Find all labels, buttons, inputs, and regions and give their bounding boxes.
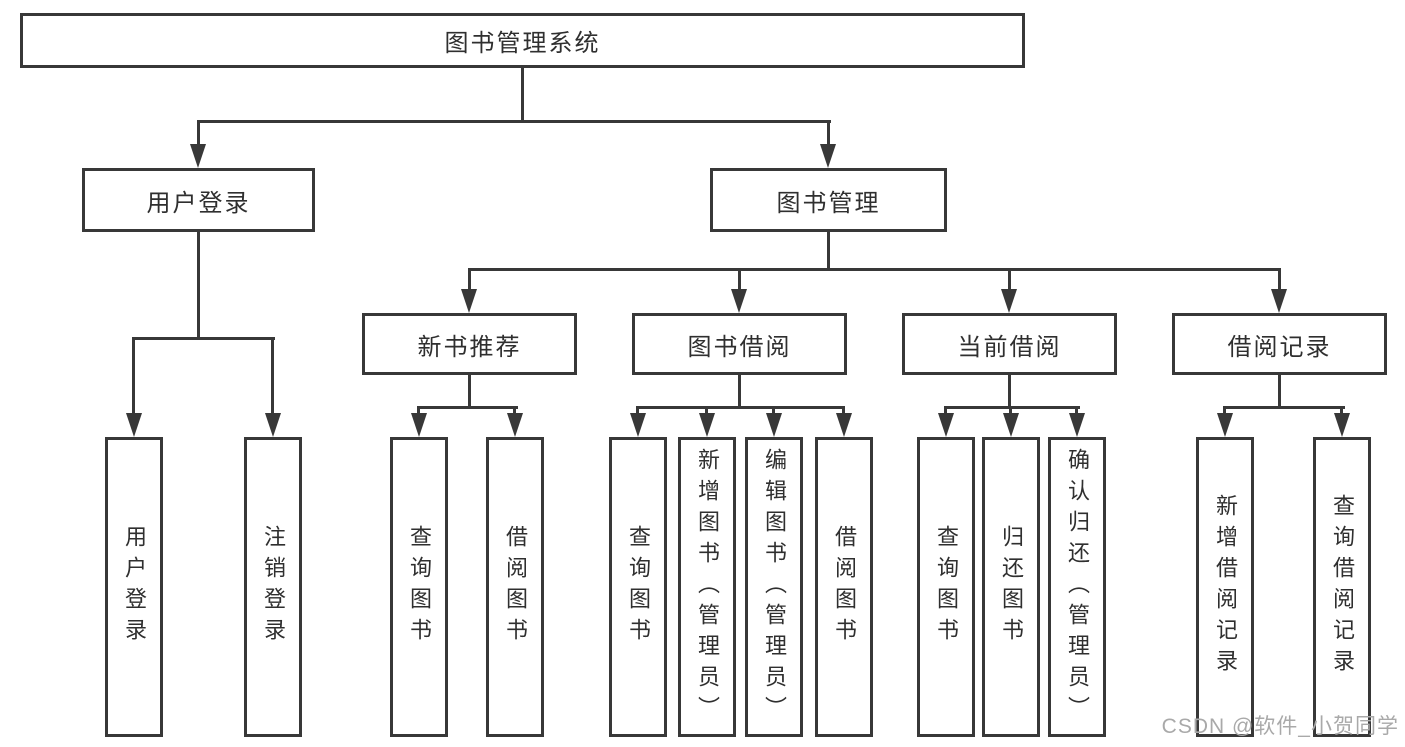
connector-line [1278,375,1281,407]
node-book-borrowing: 图书借阅 [632,313,847,375]
connector-line [1008,375,1011,407]
connector-line [827,232,830,269]
connector-line [468,375,471,407]
arrowhead-down-icon [190,144,206,168]
connector-line [197,120,831,123]
arrowhead-down-icon [1217,413,1233,437]
arrowhead-down-icon [820,144,836,168]
leaf-borrowing-borrow-books: 借阅图书 [815,437,873,737]
connector-line [1008,270,1011,292]
connector-line [827,121,830,150]
leaf-logout: 注销登录 [244,437,302,737]
arrowhead-down-icon [411,413,427,437]
node-borrowing-records: 借阅记录 [1172,313,1387,375]
leaf-records-query-borrow-record: 查询借阅记录 [1313,437,1371,737]
leaf-borrowing-edit-books-admin: 编辑图书（管理员） [745,437,803,737]
leaf-user-login: 用户登录 [105,437,163,737]
arrowhead-down-icon [836,413,852,437]
connector-line [738,375,741,407]
node-book-management: 图书管理 [710,168,947,232]
connector-line [636,406,845,409]
arrowhead-down-icon [699,413,715,437]
connector-line [468,268,1281,271]
connector-line [197,232,200,338]
arrowhead-down-icon [1003,413,1019,437]
node-current-borrowing: 当前借阅 [902,313,1117,375]
csdn-watermark: CSDN @软件_小贺同学 [1161,715,1399,738]
arrowhead-down-icon [507,413,523,437]
arrowhead-down-icon [265,413,281,437]
node-library-management-system: 图书管理系统 [20,13,1025,68]
arrowhead-down-icon [1271,289,1287,313]
leaf-current-query-books: 查询图书 [917,437,975,737]
arrowhead-down-icon [1334,413,1350,437]
arrowhead-down-icon [938,413,954,437]
arrowhead-down-icon [630,413,646,437]
leaf-recommend-query-books: 查询图书 [390,437,448,737]
arrowhead-down-icon [1069,413,1085,437]
connector-line [1278,270,1281,292]
connector-line [197,121,200,150]
leaf-records-add-borrow-record: 新增借阅记录 [1196,437,1254,737]
connector-line [1223,406,1345,409]
connector-line [521,68,524,121]
connector-line [738,270,741,292]
connector-line [468,270,471,292]
connector-line [944,406,1080,409]
connector-line [417,406,518,409]
leaf-borrowing-add-books-admin: 新增图书（管理员） [678,437,736,737]
connector-line [132,337,275,340]
connector-line [132,339,135,417]
node-new-book-recommendation: 新书推荐 [362,313,577,375]
connector-line [271,339,274,417]
leaf-current-confirm-return-admin: 确认归还（管理员） [1048,437,1106,737]
arrowhead-down-icon [1001,289,1017,313]
arrowhead-down-icon [731,289,747,313]
arrowhead-down-icon [766,413,782,437]
leaf-current-return-books: 归还图书 [982,437,1040,737]
arrowhead-down-icon [126,413,142,437]
leaf-borrowing-query-books: 查询图书 [609,437,667,737]
arrowhead-down-icon [461,289,477,313]
node-user-login: 用户登录 [82,168,315,232]
leaf-recommend-borrow-books: 借阅图书 [486,437,544,737]
